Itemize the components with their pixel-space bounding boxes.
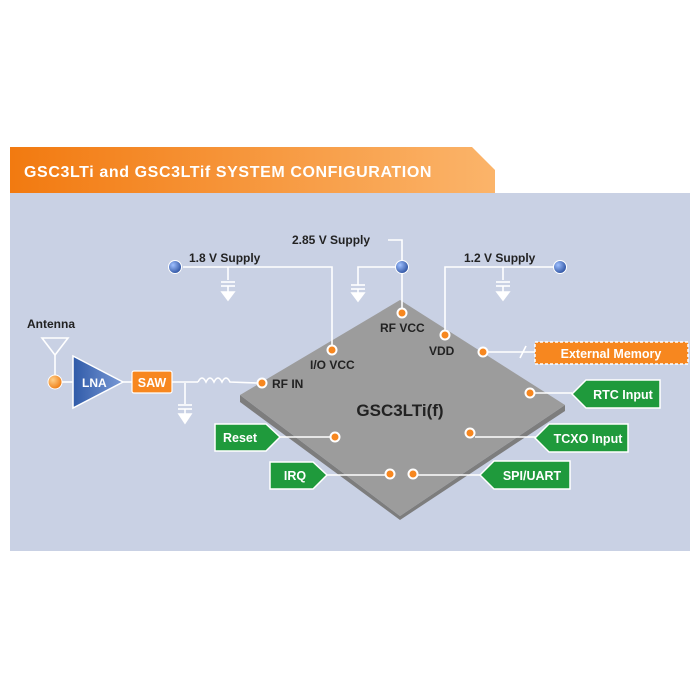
rtc-input-label: RTC Input: [593, 388, 654, 402]
pin-vdd: [439, 329, 451, 341]
supply-1-2v-label: 1.2 V Supply: [464, 251, 536, 265]
lna-label: LNA: [82, 376, 107, 390]
reset-tag: [214, 423, 282, 452]
irq-label: IRQ: [284, 469, 307, 483]
pin-rtc: [524, 387, 536, 399]
pin-irq: [384, 468, 396, 480]
spi-uart-tag: [478, 460, 571, 490]
supply-wiring: [183, 239, 555, 345]
title-bar: [10, 147, 495, 193]
pin-rf-in-label: RF IN: [272, 377, 303, 391]
pin-memory: [477, 346, 489, 358]
supply-2-85v-label: 2.85 V Supply: [292, 233, 370, 247]
pin-io-vcc: [326, 344, 338, 356]
tcxo-input-label: TCXO Input: [554, 432, 624, 446]
pin-spi-uart: [407, 468, 419, 480]
external-memory-box: [534, 341, 689, 365]
chip-label: GSC3LTi(f): [356, 401, 443, 420]
pin-tcxo: [464, 427, 476, 439]
spi-uart-label: SPI/UART: [503, 469, 562, 483]
rtc-input-tag: [570, 379, 661, 409]
supply-1-2v-terminal: [553, 260, 567, 274]
pin-rf-vcc-label: RF VCC: [380, 321, 425, 335]
supply-1-8v-terminal: [168, 260, 182, 274]
antenna-icon: [40, 337, 70, 390]
supply-2-85v-terminal: [395, 260, 409, 274]
irq-tag: [269, 461, 329, 490]
supply-1-8v-label: 1.8 V Supply: [189, 251, 261, 265]
signal-wiring: [62, 345, 572, 476]
saw-filter: [131, 370, 173, 394]
lna-amplifier: [72, 354, 125, 410]
pin-reset: [329, 431, 341, 443]
reset-label: Reset: [223, 431, 258, 445]
external-memory-label: External Memory: [561, 347, 662, 361]
saw-label: SAW: [138, 376, 167, 390]
antenna-label: Antenna: [27, 317, 75, 331]
tcxo-input-tag: [533, 423, 629, 453]
diagram-title: GSC3LTi and GSC3LTif SYSTEM CONFIGURATIO…: [24, 164, 432, 181]
ground-capacitor-icon: [177, 281, 511, 425]
pin-rf-in: [256, 377, 268, 389]
pin-vdd-label: VDD: [429, 344, 455, 358]
pin-rf-vcc: [396, 307, 408, 319]
pin-io-vcc-label: I/O VCC: [310, 358, 355, 372]
